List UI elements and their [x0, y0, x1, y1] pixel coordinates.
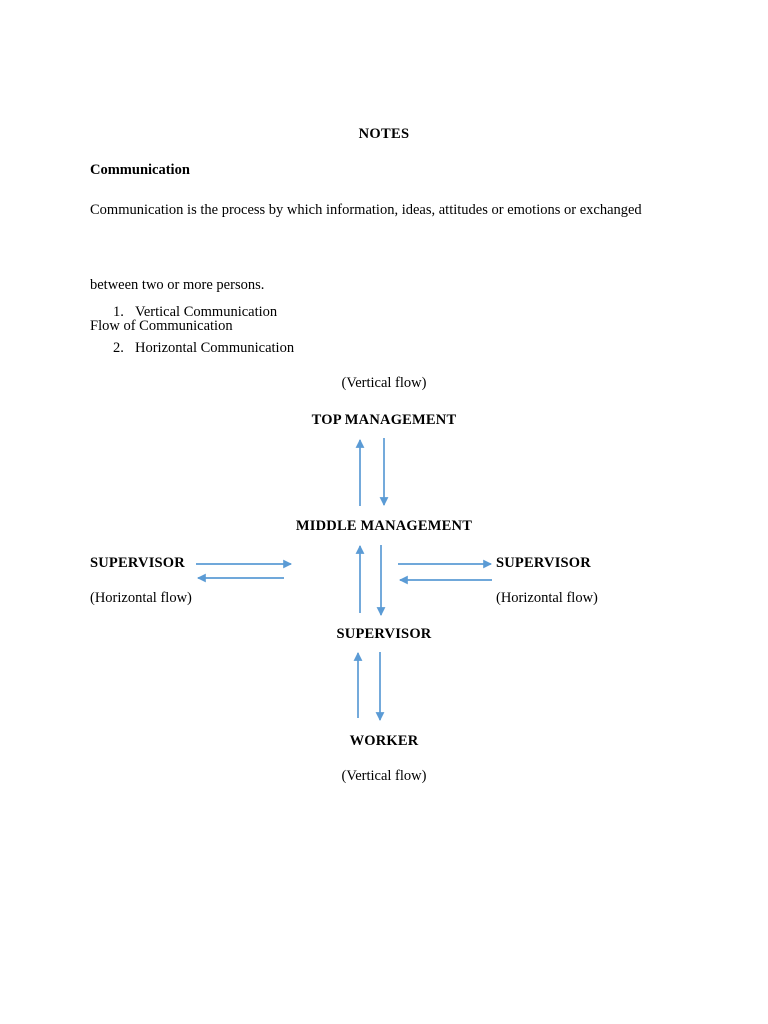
list-item-number: 2.: [113, 340, 124, 356]
node-supervisor-left: SUPERVISOR: [90, 555, 185, 571]
caption-horizontal-flow-right: (Horizontal flow): [496, 590, 598, 606]
node-supervisor-center: SUPERVISOR: [336, 626, 432, 642]
list-item-vertical-communication: 1. Vertical Communication: [113, 304, 277, 321]
body-paragraph-line-1: Communication is the process by which in…: [90, 202, 642, 218]
list-item-label: Horizontal Communication: [135, 340, 295, 356]
list-item-label: Vertical Communication: [135, 304, 278, 320]
caption-vertical-flow-bottom: (Vertical flow): [341, 768, 427, 784]
list-item-horizontal-communication: 2. Horizontal Communication: [113, 340, 294, 357]
node-worker: WORKER: [349, 733, 419, 749]
page-title: NOTES: [358, 126, 410, 142]
body-paragraph-line-2: between two or more persons.: [90, 277, 265, 293]
node-supervisor-right: SUPERVISOR: [496, 555, 591, 571]
list-item-number: 1.: [113, 304, 124, 320]
node-middle-management: MIDDLE MANAGEMENT: [295, 518, 473, 534]
caption-horizontal-flow-left: (Horizontal flow): [90, 590, 192, 606]
section-heading-communication: Communication: [90, 162, 190, 178]
caption-vertical-flow-top: (Vertical flow): [341, 375, 427, 391]
node-top-management: TOP MANAGEMENT: [311, 412, 457, 428]
